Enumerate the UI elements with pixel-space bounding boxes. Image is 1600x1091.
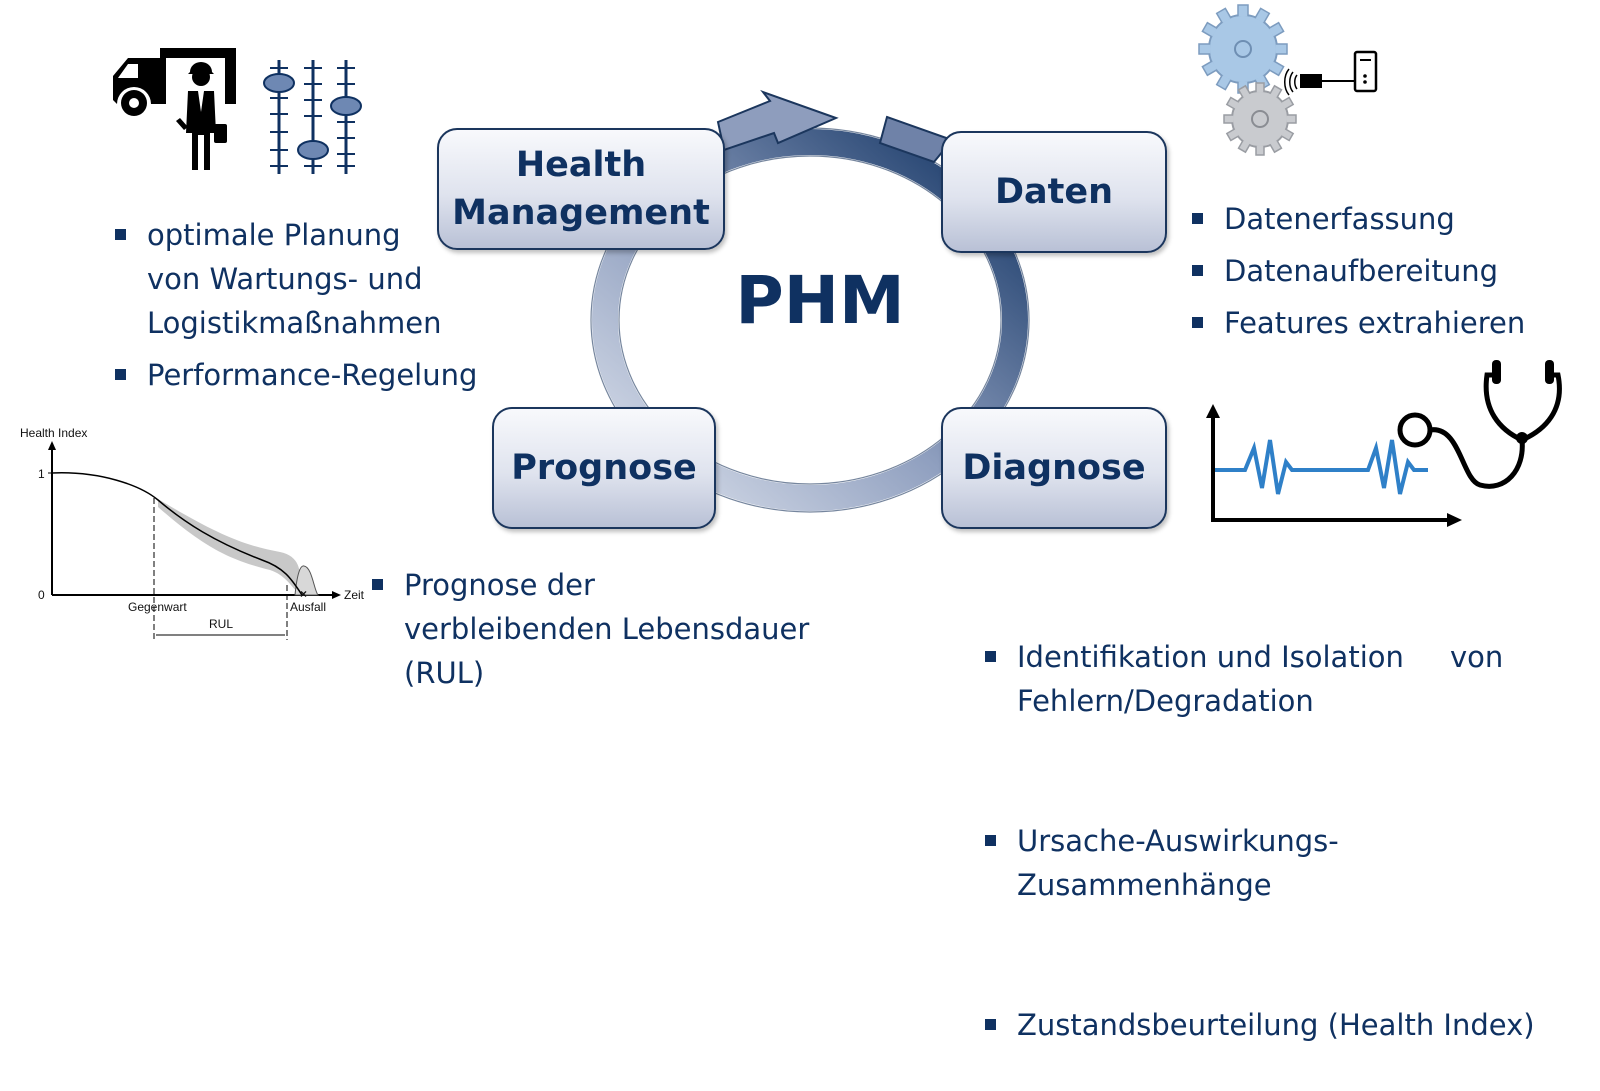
daten-label: Daten <box>994 172 1114 212</box>
cycle-ring <box>592 129 1028 511</box>
list-item: Ursache-Auswirkungs-Zusammenhänge <box>985 819 1347 907</box>
daten-bullets: Datenerfassung Datenaufbereitung Feature… <box>1192 197 1592 345</box>
daten-box: Daten <box>941 131 1167 253</box>
cycle-arrow-head <box>716 89 839 152</box>
diagnose-label: Diagnose <box>962 448 1146 488</box>
phm-title: PHM <box>735 262 905 339</box>
list-item: Performance-Regelung <box>115 353 477 397</box>
cycle-arrow-tail <box>878 115 954 164</box>
list-item: optimale Planung von Wartungs- und Logis… <box>115 213 441 345</box>
list-item: Prognose der verbleibenden Lebensdauer (… <box>372 563 812 695</box>
list-item: Features extrahieren <box>1192 301 1592 345</box>
prognose-label: Prognose <box>511 448 697 488</box>
phm-cycle-ring <box>590 89 1030 513</box>
prognose-box: Prognose <box>492 407 716 529</box>
diagnose-bullets: Identifikation und Isolation von Fehlern… <box>985 547 1545 1091</box>
health-management-box: Health Management <box>437 128 725 250</box>
list-item: Datenerfassung <box>1192 197 1592 241</box>
health-management-bullets: optimale Planung von Wartungs- und Logis… <box>115 213 477 397</box>
list-item: Zustandsbeurteilung (Health Index) <box>985 1003 1545 1047</box>
list-item: Identifikation und Isolation von Fehlern… <box>985 635 1545 723</box>
health-management-label-line1: Health <box>515 145 647 185</box>
list-item: Datenaufbereitung <box>1192 249 1592 293</box>
health-management-label-line2: Management <box>452 193 710 233</box>
diagnose-box: Diagnose <box>941 407 1167 529</box>
prognose-bullets: Prognose der verbleibenden Lebensdauer (… <box>372 563 812 695</box>
